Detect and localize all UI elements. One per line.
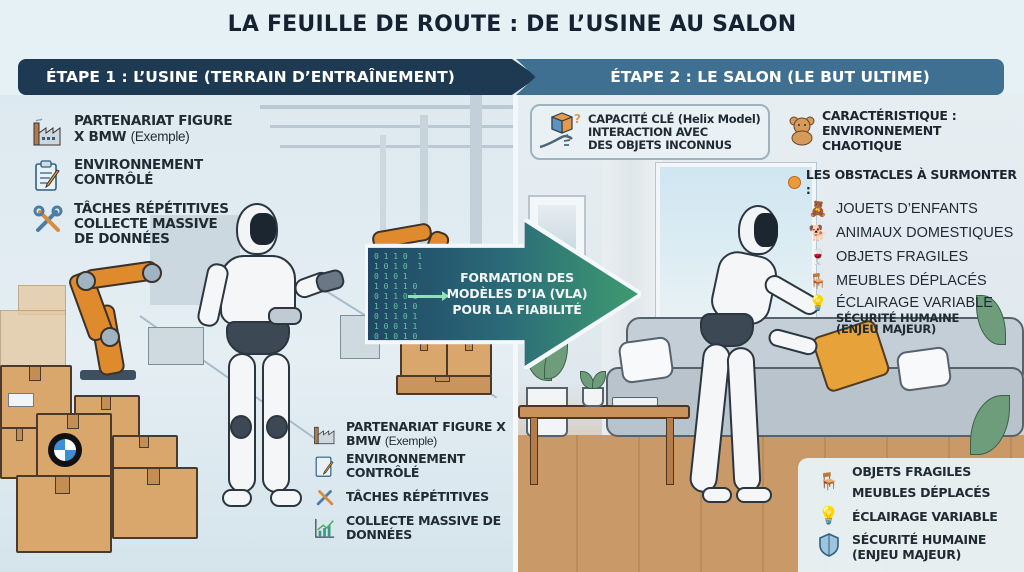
ceiling-beam	[280, 145, 516, 148]
robot-foot	[702, 487, 732, 503]
cardboard-box	[0, 427, 40, 479]
cardboard-box	[112, 467, 198, 539]
coffee-table	[518, 405, 690, 419]
info-environment-text: ENVIRONNEMENT CONTRÔLÉ	[74, 157, 203, 188]
info-item-environment-2: ENVIRONNEMENT CONTRÔLÉ	[312, 452, 512, 480]
obstacle-item: 🐕 ANIMAUX DOMESTIQUES	[808, 225, 1014, 242]
callout-line-3: DES OBJETS INCONNUS	[588, 137, 732, 152]
ceiling-beam	[260, 105, 516, 109]
shipping-label	[8, 393, 34, 407]
characteristic-line-2: ENVIRONNEMENT CHAOTIQUE	[822, 123, 942, 153]
obstacle-item: 💡 ÉCLAIRAGE VARIABLE	[808, 295, 993, 312]
robot-arm-joint	[100, 327, 120, 347]
robot-foot	[270, 489, 302, 507]
obstacle-item: 🍷 OBJETS FRAGILES	[808, 249, 969, 266]
callout-line-1: CAPACITÉ CLÉ (Helix Model)	[588, 111, 761, 126]
key-capability-callout: ? CAPACITÉ CLÉ (Helix Model) INTERACTION…	[530, 104, 770, 160]
bottom-right-summary: 🪑 OBJETS FRAGILES MEUBLES DÉPLACÉS 💡 ÉCL…	[798, 458, 1024, 572]
info-item-environment: ENVIRONNEMENT CONTRÔLÉ	[30, 158, 240, 194]
info-data-text: COLLECTE MASSIVE DE DONNÉES	[346, 513, 501, 542]
stage-2-banner: ÉTAPE 2 : LE SALON (LE BUT ULTIME)	[516, 59, 1004, 95]
robot-tablet	[268, 307, 302, 325]
robot-arm-joint	[76, 271, 96, 291]
sofa-seat	[606, 367, 1024, 437]
callout-line-2: INTERACTION AVEC	[588, 124, 708, 139]
human-safety-note: SÉCURITÉ HUMAINE (ENJEU MAJEUR)	[836, 311, 960, 336]
characteristic: CARACTÉRISTIQUE : ENVIRONNEMENT CHAOTIQU…	[788, 108, 1024, 153]
info-item-partnership-2: PARTENARIAT FIGURE X BMW (Exemple)	[312, 420, 512, 448]
obstacles-panel: CARACTÉRISTIQUE : ENVIRONNEMENT CHAOTIQU…	[788, 108, 1024, 335]
lightbulb-icon: 💡	[808, 295, 828, 312]
info-item-partnership: PARTENARIAT FIGURE X BMW (Exemple)	[30, 114, 240, 150]
info-partnership-bold: PARTENARIAT FIGURE X BMW	[74, 113, 233, 145]
robot-foot	[222, 489, 252, 507]
robot-waist	[226, 321, 290, 355]
info-partnership-note: (Exemple)	[130, 129, 190, 144]
ceiling-beam	[270, 125, 516, 128]
robot-foot	[736, 487, 772, 503]
clipboard-icon	[30, 158, 66, 194]
shield-icon	[816, 532, 842, 562]
cube-question-icon: ?	[538, 110, 582, 154]
tools-icon	[312, 484, 338, 510]
info-environment-text: ENVIRONNEMENT CONTRÔLÉ	[346, 451, 466, 480]
obstacle-item: 🪑 MEUBLES DÉPLACÉS	[808, 273, 987, 290]
factory-info-bottom: PARTENARIAT FIGURE X BMW (Exemple) ENVIR…	[312, 420, 512, 550]
tablet-on-table	[612, 397, 658, 406]
training-label: FORMATION DES MODÈLES D’IA (VLA) POUR LA…	[446, 270, 588, 317]
info-partnership-note: (Exemple)	[384, 434, 437, 448]
wine-glass-icon: 🍷	[808, 249, 828, 266]
robot-visor	[754, 213, 778, 247]
crate	[148, 327, 204, 365]
robot-visor	[250, 213, 276, 245]
teddy-bear-icon	[788, 116, 816, 146]
info-partnership-bold: PARTENARIAT FIGURE X BMW	[346, 419, 506, 448]
robot-waist	[700, 313, 754, 347]
pillow	[895, 345, 953, 393]
table-leg	[530, 417, 538, 485]
training-arrow: 0 1 1 0 1 1 0 1 0 1 0 1 0 1 1 0 1 1 0 0 …	[365, 219, 641, 369]
stage-2-label: ÉTAPE 2 : LE SALON (LE BUT ULTIME)	[610, 68, 930, 86]
bmw-logo	[48, 433, 82, 467]
summary-item: 🪑 OBJETS FRAGILES MEUBLES DÉPLACÉS	[816, 464, 1024, 500]
summary-item: SÉCURITÉ HUMAINE (ENJEU MAJEUR)	[816, 532, 1024, 562]
stage-1-label: ÉTAPE 1 : L’USINE (TERRAIN D’ENTRAÎNEMEN…	[46, 68, 455, 86]
characteristic-line-1: CARACTÉRISTIQUE :	[822, 108, 957, 123]
chair-icon: 🪑	[818, 472, 840, 491]
orange-dot-icon	[788, 175, 801, 189]
small-plant-pot	[582, 387, 604, 407]
svg-text:?: ?	[574, 112, 581, 126]
chair-icon: 🪑	[808, 273, 828, 290]
robot-knee	[230, 415, 252, 439]
cardboard-box-bmw	[36, 413, 112, 477]
pillar	[380, 135, 386, 315]
obstacle-item: 🧸 JOUETS D’ENFANTS	[808, 201, 978, 218]
factory-info-top: PARTENARIAT FIGURE X BMW (Exemple) ENVIR…	[30, 114, 240, 255]
obstacles-title: LES OBSTACLES À SURMONTER :	[788, 167, 1024, 197]
info-item-tasks: TÂCHES RÉPÉTITIVES COLLECTE MASSIVE DE D…	[30, 202, 240, 247]
factory-icon	[312, 420, 338, 448]
robot-knee	[266, 415, 288, 439]
info-tasks-text: TÂCHES RÉPÉTITIVES COLLECTE MASSIVE DE D…	[74, 201, 229, 247]
cardboard-box	[16, 475, 112, 553]
teddy-bear-icon: 🧸	[808, 201, 828, 218]
summary-item: 💡 ÉCLAIRAGE VARIABLE	[816, 506, 1024, 526]
table-leg	[666, 417, 674, 485]
lightbulb-icon: 💡	[818, 506, 840, 525]
robot-arm-joint	[142, 263, 162, 283]
factory-icon	[30, 114, 66, 150]
cardboard-box	[396, 375, 492, 395]
stage-1-banner: ÉTAPE 1 : L’USINE (TERRAIN D’ENTRAÎNEMEN…	[18, 59, 538, 95]
page-title: LA FEUILLE DE ROUTE : DE L’USINE AU SALO…	[227, 12, 797, 37]
info-tasks-text: TÂCHES RÉPÉTITIVES	[346, 489, 489, 504]
data-flow-arrow-icon	[408, 291, 449, 301]
clipboard-icon	[312, 452, 338, 480]
tools-icon	[30, 202, 66, 238]
chart-growth-icon	[312, 514, 338, 542]
info-item-data: COLLECTE MASSIVE DE DONNÉES	[312, 514, 512, 542]
dog-icon: 🐕	[808, 225, 828, 242]
info-item-tasks-2: TÂCHES RÉPÉTITIVES	[312, 484, 512, 510]
